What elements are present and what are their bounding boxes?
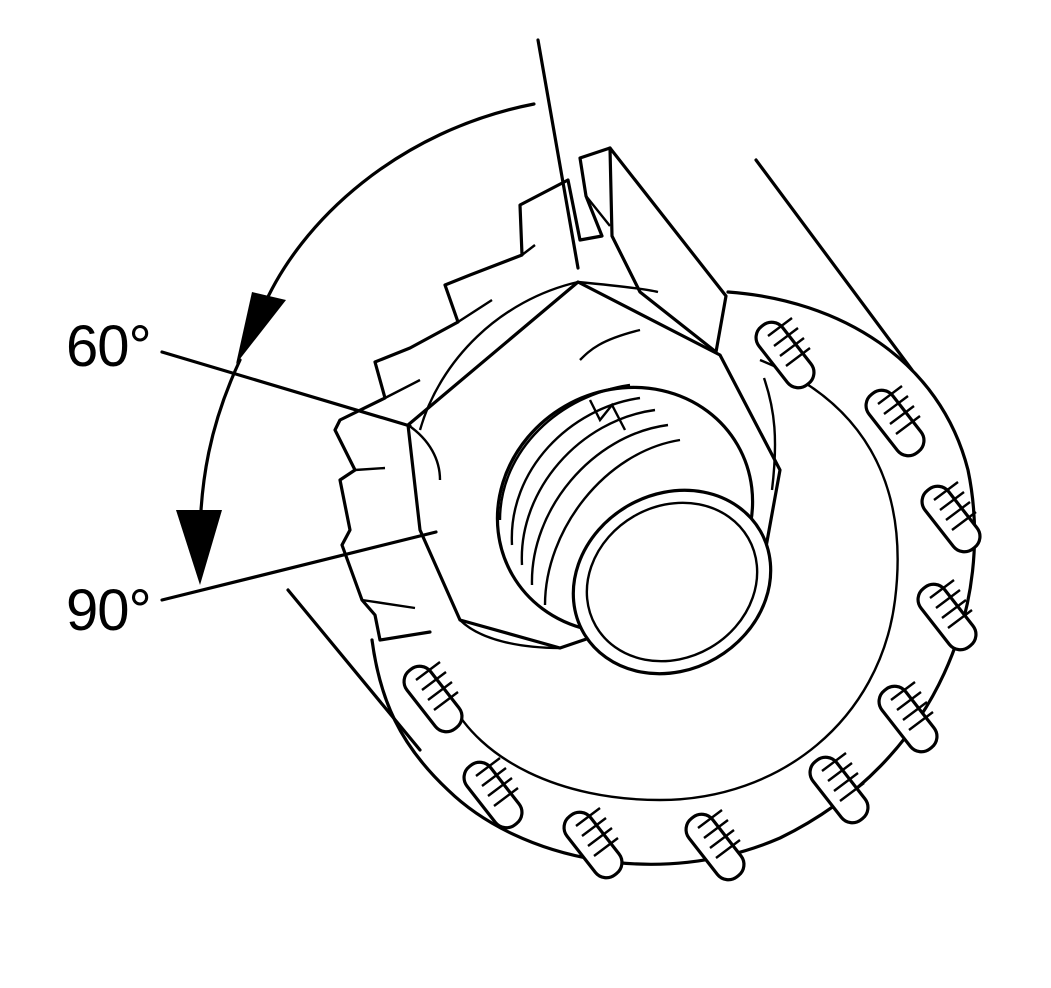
- arrow-90-icon: [176, 510, 222, 585]
- wheel-stud: [684, 812, 746, 882]
- nut-slot-details: [354, 195, 611, 610]
- angle-label-90: 90°: [66, 578, 152, 643]
- wheel-studs: [402, 320, 982, 882]
- wheel-stud: [462, 760, 524, 830]
- wheel-stud: [864, 388, 926, 458]
- threaded-spindle: [495, 383, 773, 676]
- rotation-angle-indicator: [176, 102, 536, 585]
- hub-flange: [370, 290, 977, 866]
- leader-line-60: [160, 350, 412, 428]
- angle-label-60: 60°: [66, 314, 152, 379]
- wheel-stud: [877, 684, 939, 754]
- wheel-stud: [808, 755, 870, 825]
- wheel-stud: [402, 664, 464, 734]
- hex-nut-chamfer: [407, 280, 777, 650]
- wheel-stud: [916, 582, 978, 652]
- hub-flange-inner-edge: [448, 358, 899, 802]
- hex-nut-face: [418, 280, 641, 431]
- stud-threads: [415, 317, 977, 859]
- wheel-stud: [754, 320, 816, 390]
- wheel-stud: [920, 484, 982, 554]
- leader-line-90: [160, 530, 438, 602]
- wheel-stud: [562, 810, 624, 880]
- arrow-60-icon: [236, 292, 286, 364]
- castellated-nut-ring: [608, 146, 728, 354]
